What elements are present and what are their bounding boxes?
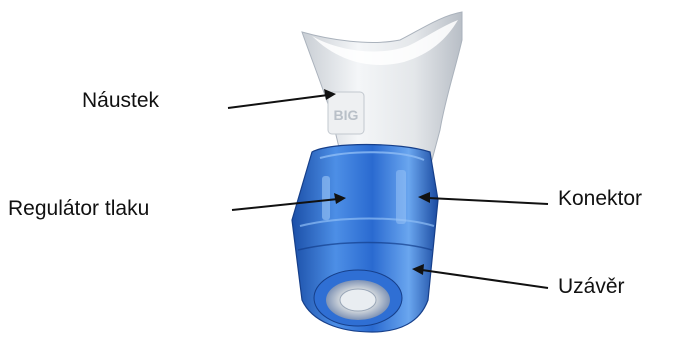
connector-label: Konektor (558, 188, 642, 209)
mouthpiece-label: Náustek (82, 90, 159, 111)
cap-label: Uzávěr (558, 276, 625, 297)
brand-mark: BIG (334, 107, 359, 123)
arrow-cap (412, 264, 548, 288)
cap-part (314, 270, 402, 326)
arrow-mouthpiece (228, 89, 336, 108)
pressure-regulator-label: Regulátor tlaku (8, 198, 149, 219)
mouthpiece-part: BIG (302, 12, 462, 160)
